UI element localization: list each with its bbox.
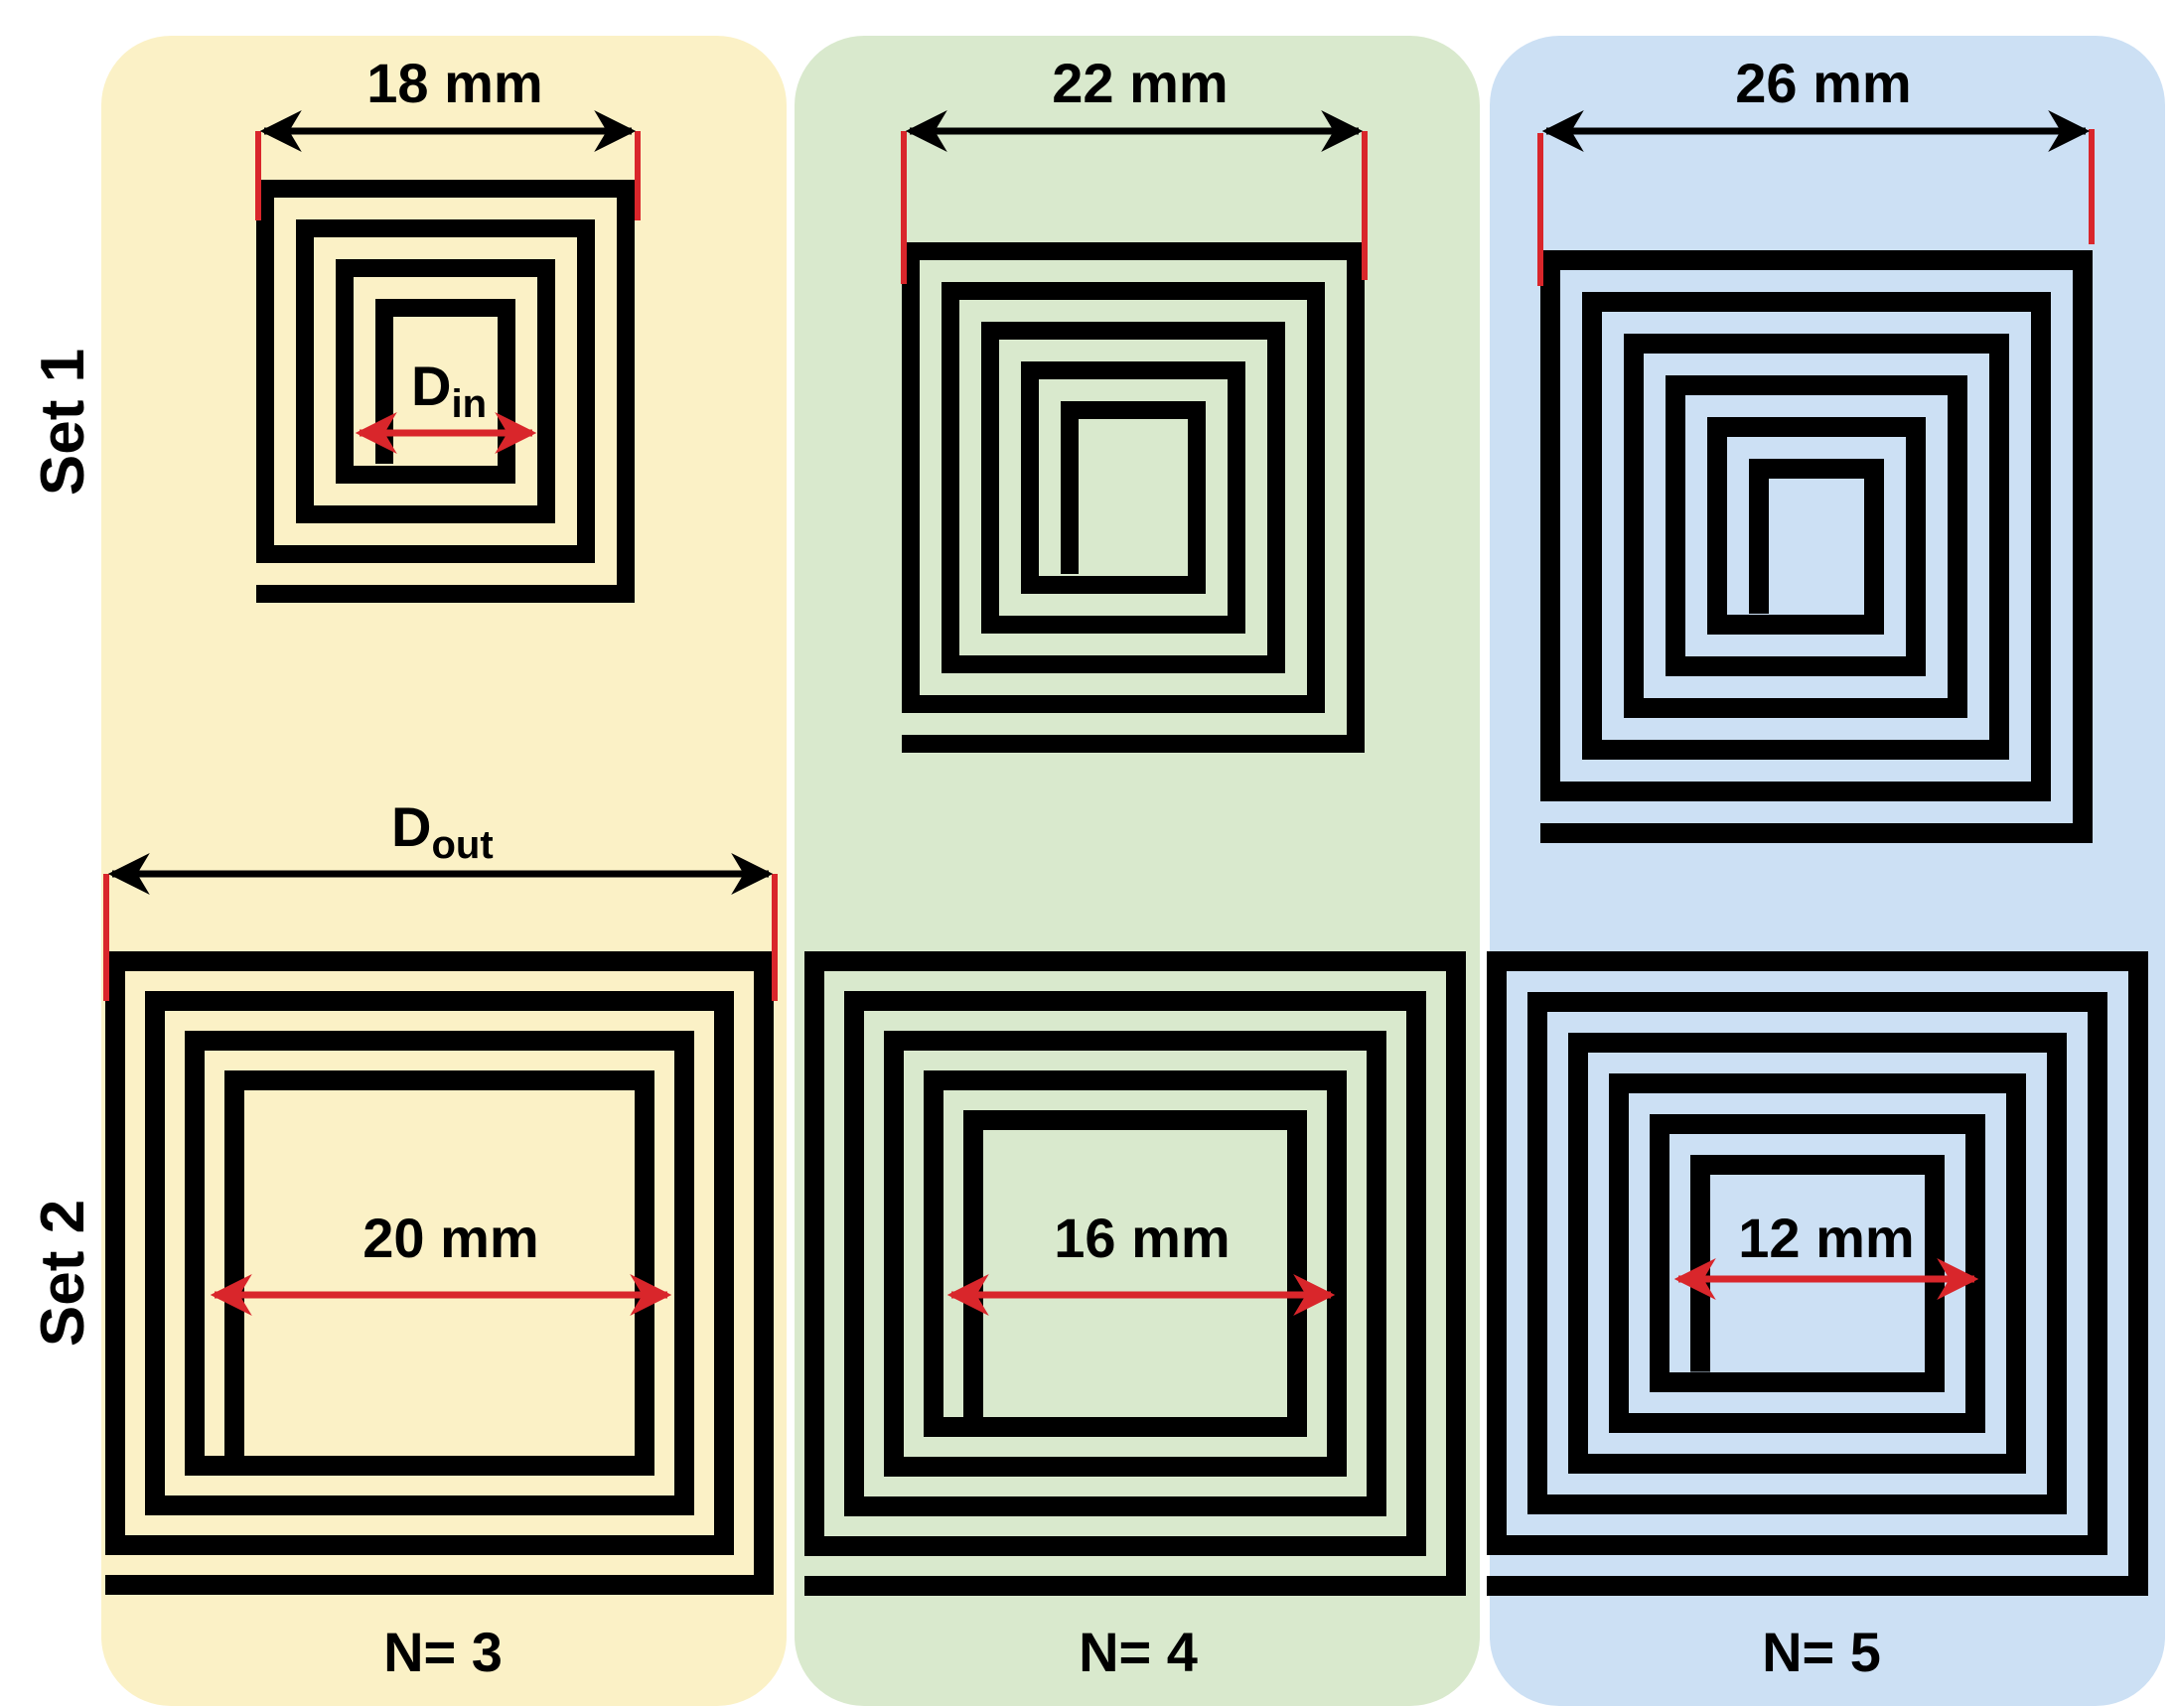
spiral-set1-n4: [902, 242, 1365, 753]
turns-label-n4: N= 4: [1079, 1621, 1198, 1683]
outer-dimension-label-n3: 18 mm: [366, 52, 542, 114]
row-label-set-1: Set 1: [29, 349, 97, 496]
inner-dimension-label-n4: 16 mm: [1054, 1207, 1230, 1269]
outer-dimension-label-n4: 22 mm: [1052, 52, 1228, 114]
row-label-set-2: Set 2: [29, 1200, 97, 1347]
inner-dimension-label-n5: 12 mm: [1738, 1207, 1914, 1269]
spiral-set2-n4: [804, 951, 1466, 1596]
spiral-traces: [105, 180, 2148, 1596]
spiral-set1-n5: [1540, 250, 2093, 843]
turns-label-n3: N= 3: [383, 1621, 503, 1683]
din-symbol: Din: [411, 355, 487, 426]
turns-label-n5: N= 5: [1762, 1621, 1881, 1683]
spiral-set2-n3: [105, 951, 774, 1595]
outer-dimension-label-n5: 26 mm: [1735, 52, 1911, 114]
inner-dimension-label-n3: 20 mm: [362, 1207, 538, 1269]
spiral-set2-n5: [1487, 951, 2148, 1596]
dout-symbol: Dout: [391, 795, 494, 867]
